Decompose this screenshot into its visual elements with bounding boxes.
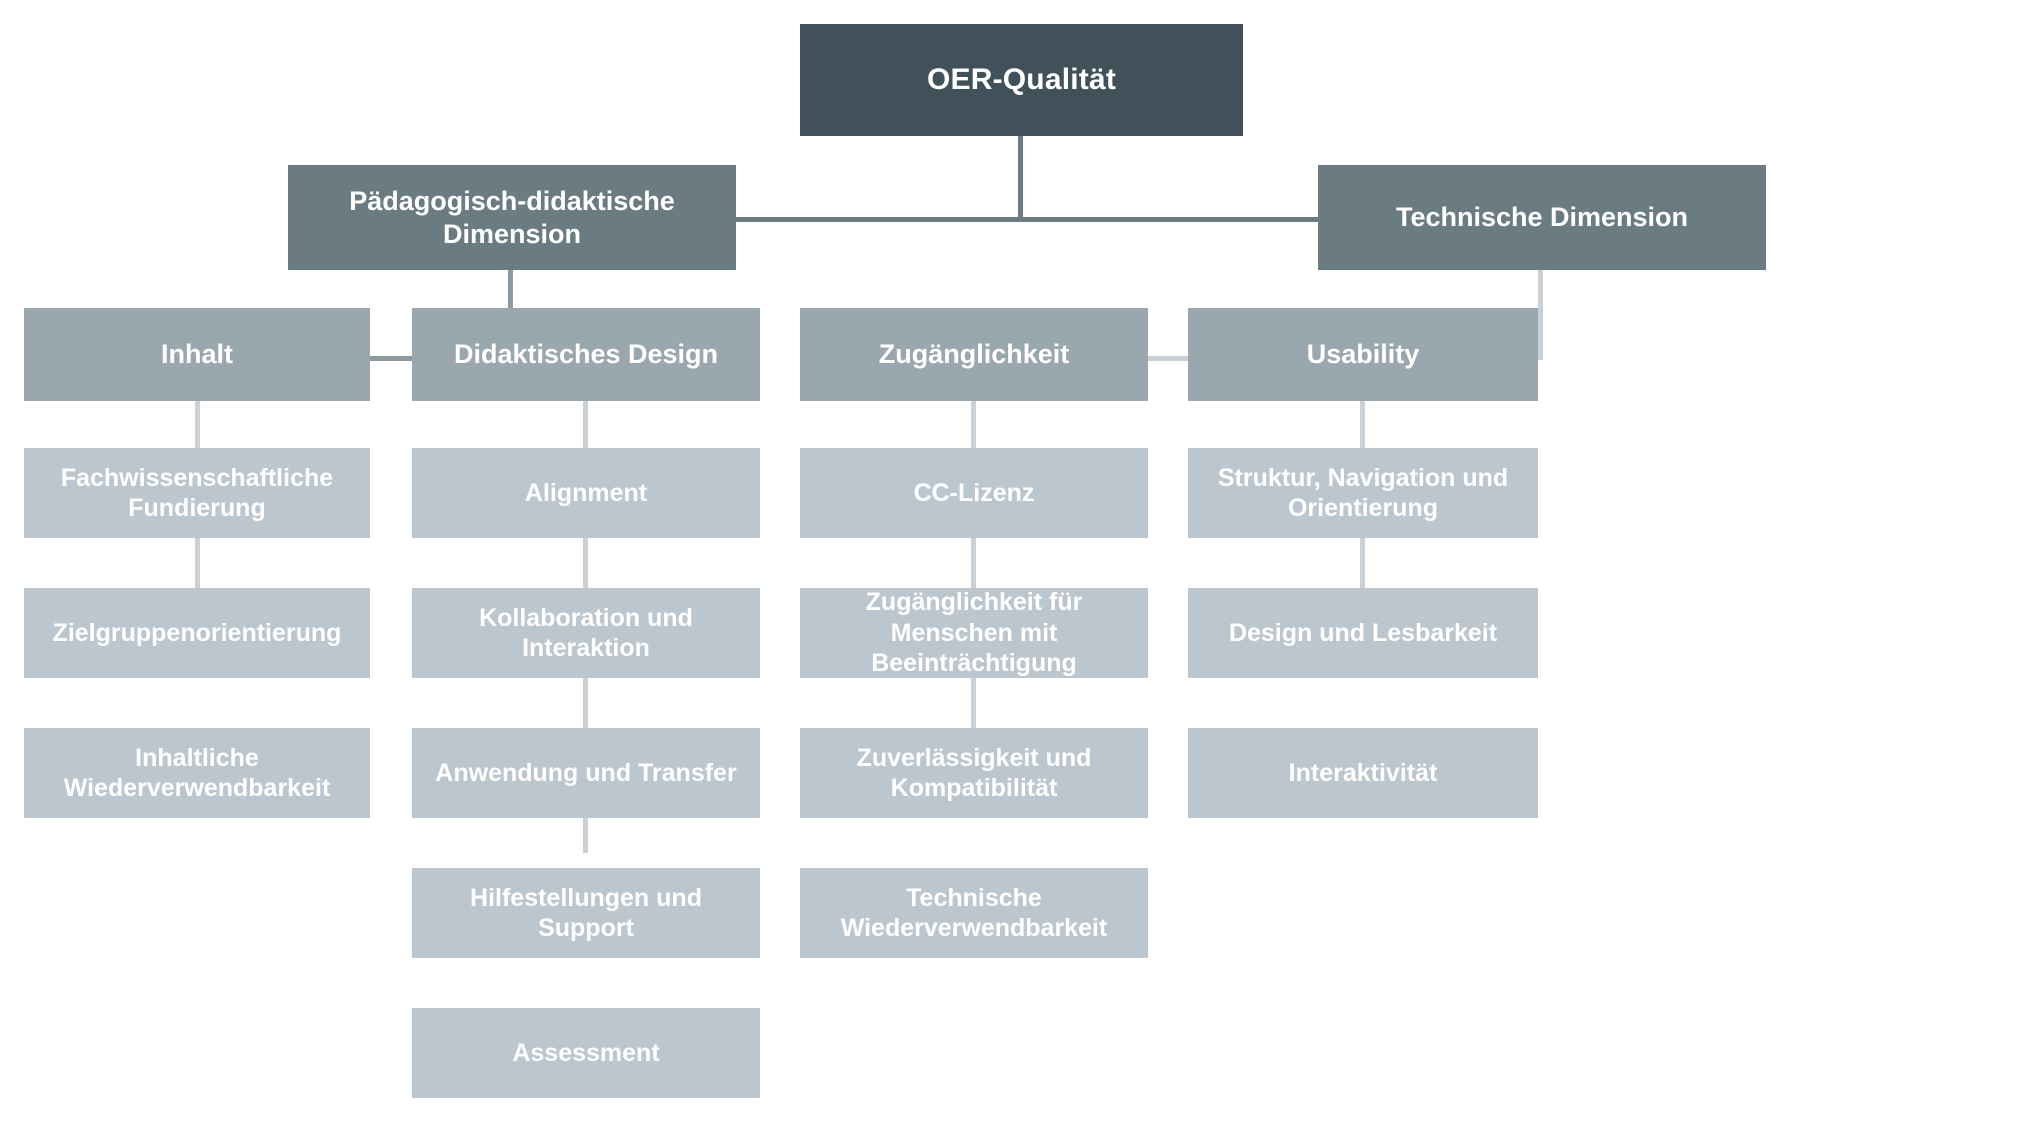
connector-root-bar — [736, 217, 1318, 222]
node-label: Inhaltliche Wiederverwendbarkeit — [63, 743, 331, 803]
node-label: Pädagogisch-didaktische Dimension — [349, 185, 675, 249]
node-zugaenglichkeit-fuer-menschen-mit-beeintraechtigung[interactable]: Zugänglichkeit für Menschen mit Beeinträ… — [800, 588, 1148, 678]
node-label: Assessment — [512, 1038, 660, 1067]
node-label: Struktur, Navigation und Orientierung — [1217, 463, 1509, 523]
node-oer-qualitaet[interactable]: OER-Qualität — [800, 24, 1243, 136]
connector-column-didaktisches-design — [583, 308, 588, 853]
node-label: Usability — [1306, 339, 1420, 370]
node-label: Anwendung und Transfer — [435, 758, 737, 787]
node-label: Inhalt — [161, 339, 233, 370]
node-interaktivitaet[interactable]: Interaktivität — [1188, 728, 1538, 818]
node-label: Didaktisches Design — [453, 339, 719, 370]
node-zielgruppenorientierung[interactable]: Zielgruppenorientierung — [24, 588, 370, 678]
node-label: Zugänglichkeit — [878, 339, 1070, 370]
node-label: Zielgruppenorientierung — [52, 618, 342, 647]
node-zuverlaessigkeit-und-kompatibilitaet[interactable]: Zuverlässigkeit und Kompatibilität — [800, 728, 1148, 818]
node-technische-dimension[interactable]: Technische Dimension — [1318, 165, 1766, 270]
node-label: Technische Wiederverwendbarkeit — [840, 883, 1108, 943]
node-label: Technische Dimension — [1395, 202, 1689, 233]
node-inhalt[interactable]: Inhalt — [24, 308, 370, 401]
node-hilfestellungen-und-support[interactable]: Hilfestellungen und Support — [412, 868, 760, 958]
node-label: OER-Qualität — [926, 62, 1117, 96]
node-anwendung-und-transfer[interactable]: Anwendung und Transfer — [412, 728, 760, 818]
node-paedagogisch-didaktische-dimension[interactable]: Pädagogisch-didaktische Dimension — [288, 165, 736, 270]
node-label: Interaktivität — [1288, 758, 1438, 787]
node-technische-wiederverwendbarkeit[interactable]: Technische Wiederverwendbarkeit — [800, 868, 1148, 958]
node-kollaboration-und-interaktion[interactable]: Kollaboration und Interaktion — [412, 588, 760, 678]
node-label: Zuverlässigkeit und Kompatibilität — [856, 743, 1092, 803]
node-label: Hilfestellungen und Support — [470, 883, 702, 943]
node-assessment[interactable]: Assessment — [412, 1008, 760, 1098]
node-zugaenglichkeit[interactable]: Zugänglichkeit — [800, 308, 1148, 401]
node-label: Fachwissenschaftliche Fundierung — [60, 463, 334, 523]
node-label: Alignment — [524, 478, 648, 507]
node-fachwissenschaftliche-fundierung[interactable]: Fachwissenschaftliche Fundierung — [24, 448, 370, 538]
node-label: CC-Lizenz — [913, 478, 1035, 507]
node-alignment[interactable]: Alignment — [412, 448, 760, 538]
node-cc-lizenz[interactable]: CC-Lizenz — [800, 448, 1148, 538]
node-design-und-lesbarkeit[interactable]: Design und Lesbarkeit — [1188, 588, 1538, 678]
node-label: Kollaboration und Interaktion — [479, 603, 693, 663]
connector-dimension-right-stem — [1538, 270, 1543, 360]
connector-root-stem — [1018, 136, 1023, 220]
node-label: Zugänglichkeit für Menschen mit Beeinträ… — [865, 588, 1083, 678]
node-label: Design und Lesbarkeit — [1228, 618, 1498, 647]
node-inhaltliche-wiederverwendbarkeit[interactable]: Inhaltliche Wiederverwendbarkeit — [24, 728, 370, 818]
node-didaktisches-design[interactable]: Didaktisches Design — [412, 308, 760, 401]
node-struktur-navigation-und-orientierung[interactable]: Struktur, Navigation und Orientierung — [1188, 448, 1538, 538]
node-usability[interactable]: Usability — [1188, 308, 1538, 401]
